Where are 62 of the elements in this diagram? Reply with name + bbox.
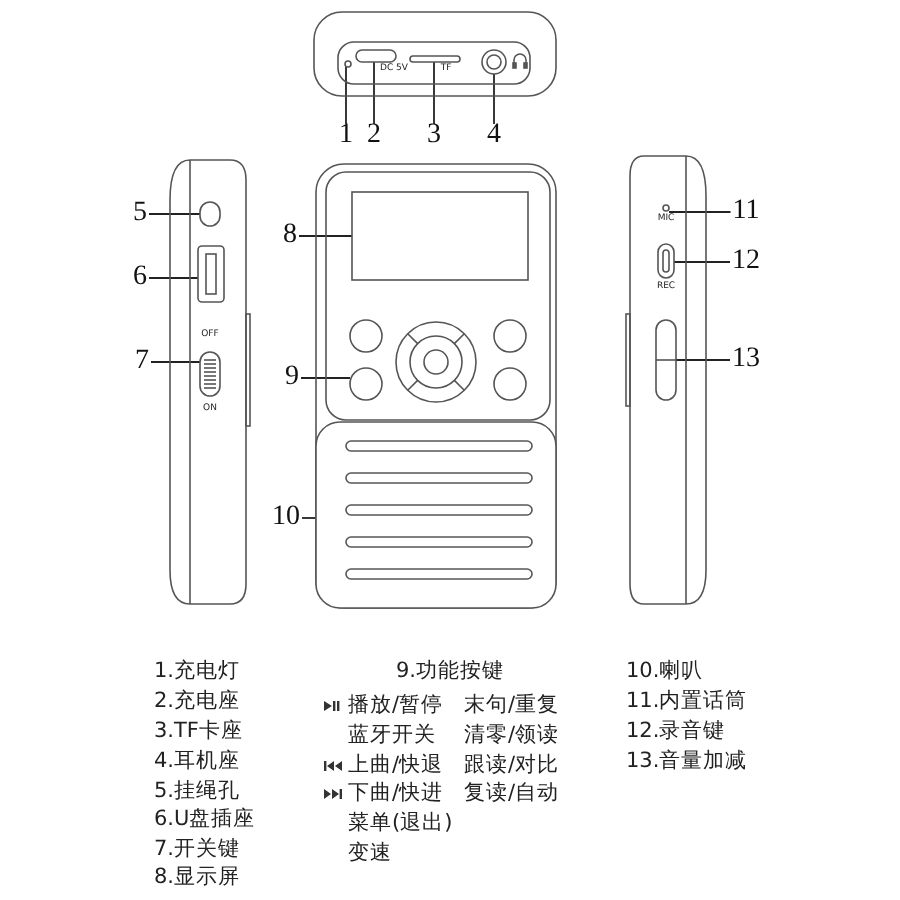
leader-line	[493, 73, 495, 125]
power-switch	[199, 351, 221, 397]
leader-line	[345, 66, 347, 125]
label-text: 跟读/对比	[464, 753, 560, 779]
microphone-hole	[662, 204, 670, 212]
leader-line	[675, 359, 731, 361]
label-text: 12.录音键	[626, 719, 726, 745]
callout-number: 5	[133, 200, 147, 228]
label-text: 8.显示屏	[154, 865, 241, 891]
callout-number: 7	[135, 348, 149, 376]
callout-number: 10	[272, 504, 300, 532]
headphone-jack	[481, 49, 507, 75]
label-text: 1.充电灯	[154, 659, 241, 685]
callout-number: 2	[367, 122, 381, 150]
callout-number: 4	[487, 122, 501, 150]
volume-rocker	[655, 319, 677, 401]
charge-port	[355, 49, 397, 63]
label-text: 2.充电座	[154, 689, 241, 715]
label-text: 播放/暂停	[348, 693, 444, 719]
leader-line	[298, 235, 353, 237]
charge-light	[344, 60, 352, 68]
leader-line	[150, 361, 201, 363]
lanyard-hole	[199, 201, 221, 227]
leader-line	[673, 261, 731, 263]
callout-number: 1	[339, 122, 353, 150]
usb-port	[197, 245, 225, 303]
label-text: 10.喇叭	[626, 659, 704, 685]
speaker-grille	[315, 421, 557, 609]
label-text: 菜单(退出)	[348, 811, 453, 837]
label-text: 5.挂绳孔	[154, 779, 241, 805]
card-slot	[409, 55, 461, 63]
leader-line	[148, 213, 201, 215]
label-text: 蓝牙开关	[348, 723, 436, 749]
leader-line	[373, 61, 375, 125]
callout-number: 3	[427, 122, 441, 150]
label-text: 末句/重复	[464, 693, 560, 719]
label-text: 9.功能按键	[396, 659, 505, 685]
leader-line	[300, 377, 351, 379]
label-text: 变速	[348, 841, 392, 867]
leader-line	[148, 277, 199, 279]
callout-number: 9	[285, 364, 299, 392]
display-screen	[351, 191, 529, 281]
label-text: 6.U盘插座	[154, 807, 256, 833]
leader-line	[668, 211, 732, 213]
callout-number: 13	[732, 346, 760, 374]
leader-line	[301, 517, 317, 519]
label-text: 上曲/快退	[348, 753, 444, 779]
callout-number: 11	[732, 198, 760, 226]
function-button	[349, 367, 383, 401]
callout-number: 6	[133, 264, 147, 292]
callout-number: 8	[283, 222, 297, 250]
callout-number: 12	[732, 248, 760, 276]
label-text: 清零/领读	[464, 723, 560, 749]
label-text: 3.TF卡座	[154, 719, 243, 745]
label-text: 11.内置话筒	[626, 689, 748, 715]
label-text: 复读/自动	[464, 781, 560, 807]
label-text: 13.音量加减	[626, 749, 748, 775]
label-text: 7.开关键	[154, 837, 241, 863]
label-text: 4.耳机座	[154, 749, 241, 775]
leader-line	[433, 61, 435, 125]
label-text: 下曲/快进	[348, 781, 444, 807]
record-button	[657, 243, 675, 279]
